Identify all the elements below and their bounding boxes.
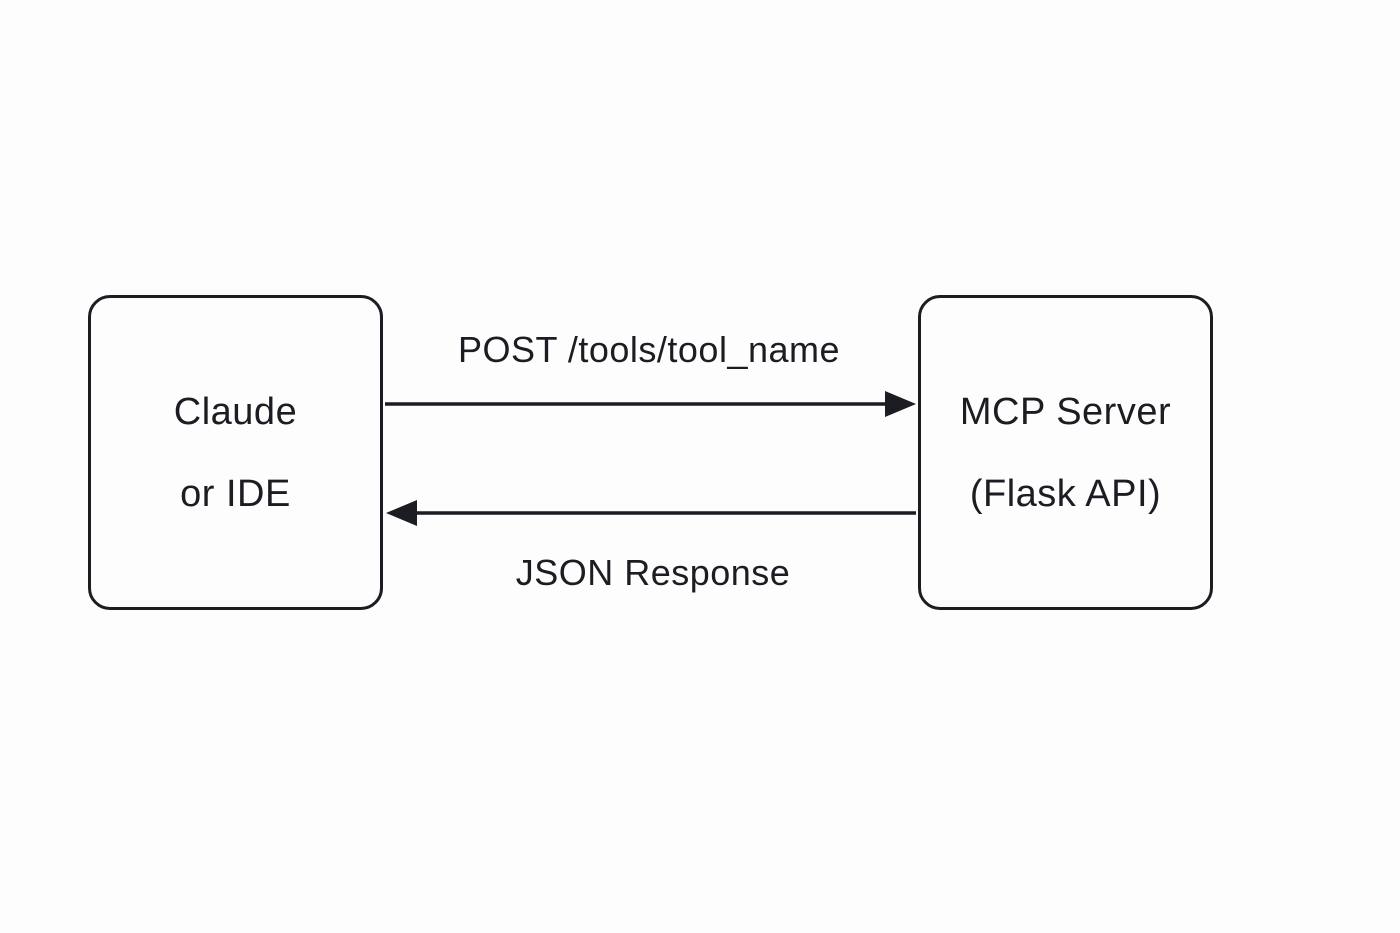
client-node-box: Claude or IDE bbox=[88, 295, 383, 610]
request-arrow bbox=[385, 391, 916, 417]
response-arrow bbox=[386, 500, 916, 526]
client-node-label-line2: or IDE bbox=[180, 472, 291, 515]
request-edge-label: POST /tools/tool_name bbox=[457, 329, 841, 370]
server-node-box: MCP Server (Flask API) bbox=[918, 295, 1213, 610]
response-edge-label: JSON Response bbox=[515, 552, 791, 593]
server-node-label-line1: MCP Server bbox=[959, 390, 1172, 433]
client-node-label-line1: Claude bbox=[173, 390, 298, 433]
server-node-label-line2: (Flask API) bbox=[969, 472, 1162, 515]
